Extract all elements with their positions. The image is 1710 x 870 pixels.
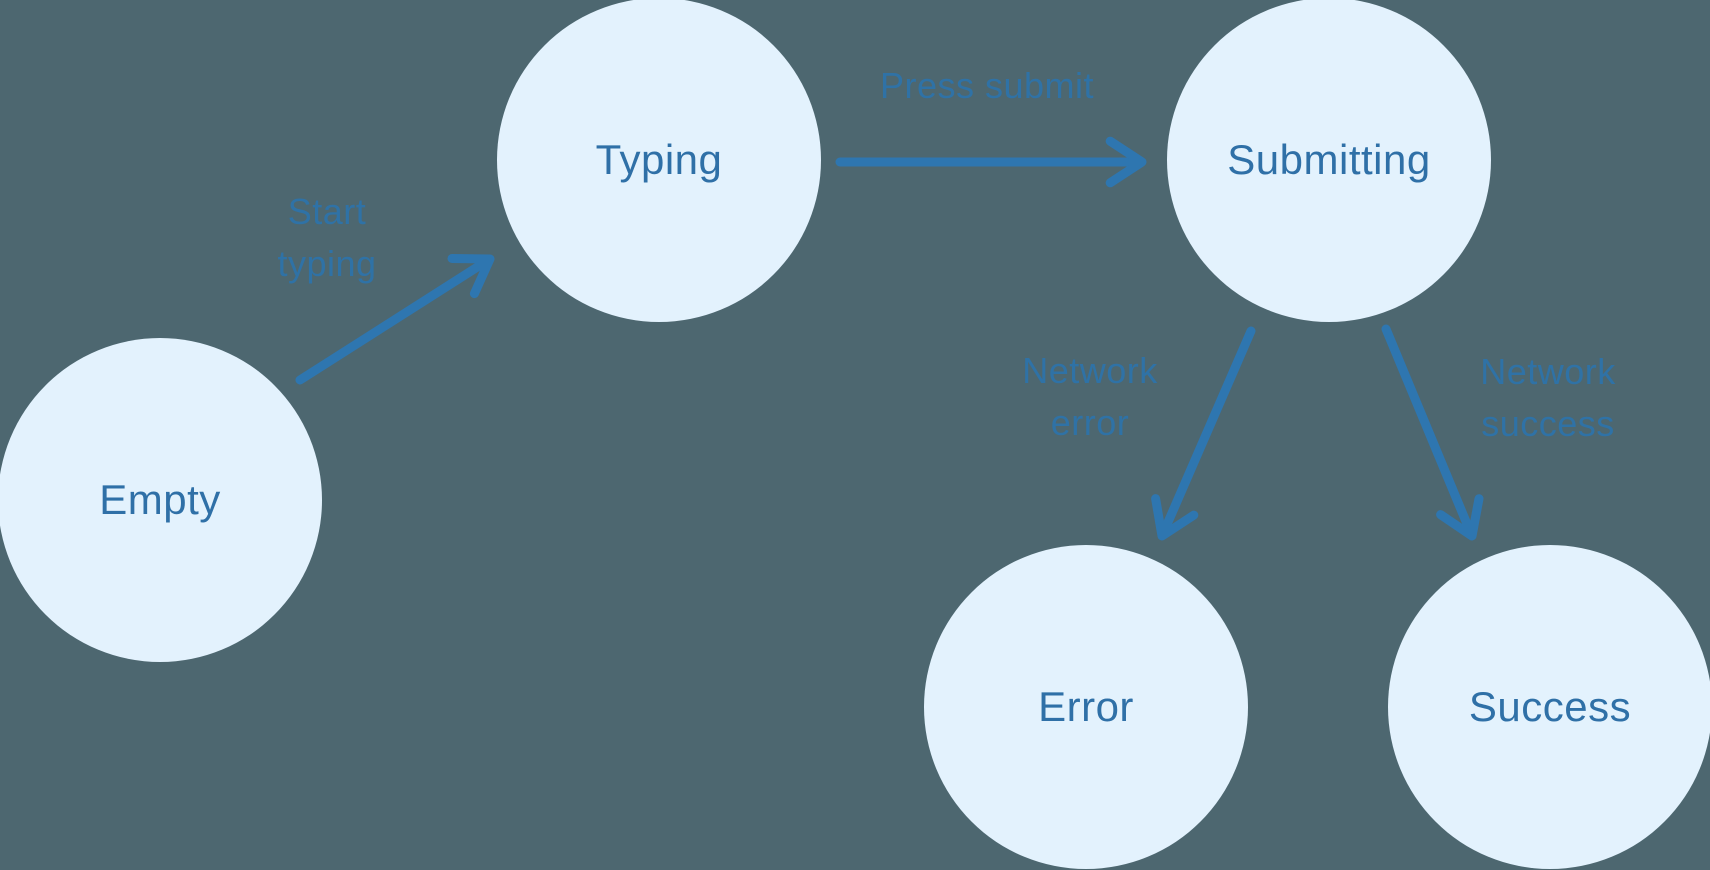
edge-label-line: Start [287, 191, 367, 232]
edge-label-line: Press submit [879, 65, 1095, 106]
edge-label-line: Network [1480, 351, 1616, 392]
edge-label-press-submit: Press submit [880, 60, 1094, 112]
state-node-label-typing: Typing [595, 136, 723, 183]
state-node-submitting: Submitting [1167, 0, 1491, 322]
state-node-error: Error [924, 545, 1248, 869]
edge-label-start-typing: Start typing [277, 186, 376, 290]
edge-label-line: error [1050, 402, 1130, 443]
edge-label-network-success: Network success [1480, 346, 1616, 450]
edge-label-line: success [1481, 403, 1615, 444]
transition-arrow-network-error [1151, 326, 1256, 541]
edge-label-line: Network [1022, 350, 1158, 391]
transition-arrow-press-submit [835, 136, 1147, 188]
transition-arrow-network-success [1381, 324, 1484, 541]
edge-label-network-error: Network error [1022, 345, 1158, 449]
state-node-label-submitting: Submitting [1227, 136, 1431, 183]
state-node-label-success: Success [1468, 683, 1632, 730]
transition-arrow-start-typing [295, 254, 495, 385]
edge-label-line: typing [277, 243, 377, 284]
state-node-label-empty: Empty [99, 476, 221, 523]
state-node-label-error: Error [1038, 683, 1134, 730]
state-node-success: Success [1388, 545, 1710, 869]
state-node-empty: Empty [0, 338, 322, 662]
state-node-typing: Typing [497, 0, 821, 322]
